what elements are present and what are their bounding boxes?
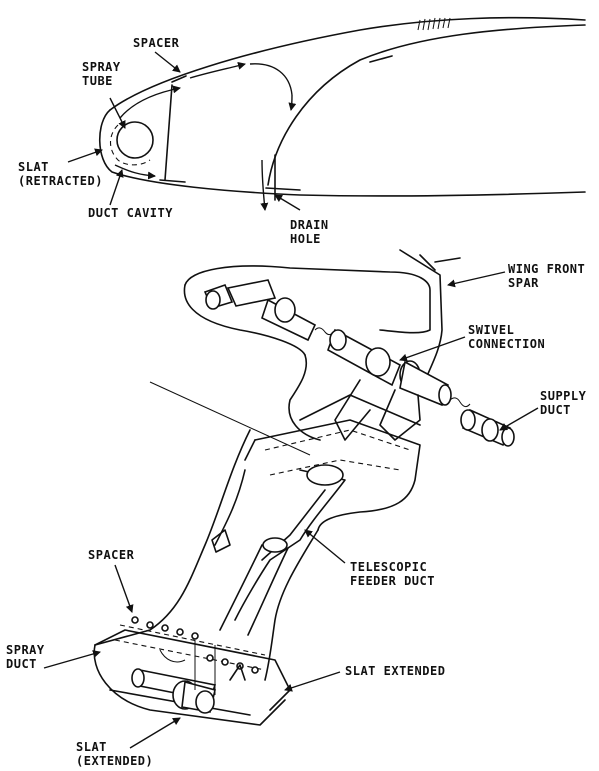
bottom-leaders (43, 271, 539, 749)
top-leaders (67, 51, 301, 211)
label-duct-cavity: DUCT CAVITY (88, 206, 173, 220)
swivel-connection (299, 328, 471, 441)
slat-upper-skin (109, 16, 586, 111)
spray-tube-circle (116, 121, 154, 159)
slat-nose (99, 109, 586, 197)
label-drain-hole: DRAIN HOLE (290, 218, 329, 246)
duct-cavity-outline (109, 124, 151, 166)
label-slat-retracted: SLAT (RETRACTED) (18, 160, 103, 188)
label-spray-tube: SPRAY TUBE (82, 60, 121, 88)
slat-inner-curve (267, 24, 586, 186)
supply-duct-left (203, 279, 336, 342)
supply-duct-right (460, 408, 515, 447)
label-wing-front-spar: WING FRONT SPAR (508, 262, 586, 290)
label-slat-extended-bottom: SLAT (EXTENDED) (76, 740, 154, 768)
skin-hatching (417, 17, 451, 31)
label-slat-extended: SLAT EXTENDED (345, 664, 446, 678)
slat-spar (164, 84, 173, 181)
wing-structure (149, 249, 461, 456)
slat-extended-body (93, 429, 319, 726)
label-telescopic-feeder-duct: TELESCOPIC FEEDER DUCT (350, 560, 435, 588)
label-spray-duct: SPRAY DUCT (6, 643, 45, 671)
label-swivel-connection: SWIVEL CONNECTION (468, 323, 546, 351)
slat-cross-section (99, 16, 586, 211)
label-spacer-bottom: SPACER (88, 548, 135, 562)
label-supply-duct: SUPPLY DUCT (540, 389, 587, 417)
spacer-holes (131, 616, 259, 674)
label-spacer-top: SPACER (133, 36, 180, 50)
telescopic-feeder-duct (219, 419, 421, 636)
